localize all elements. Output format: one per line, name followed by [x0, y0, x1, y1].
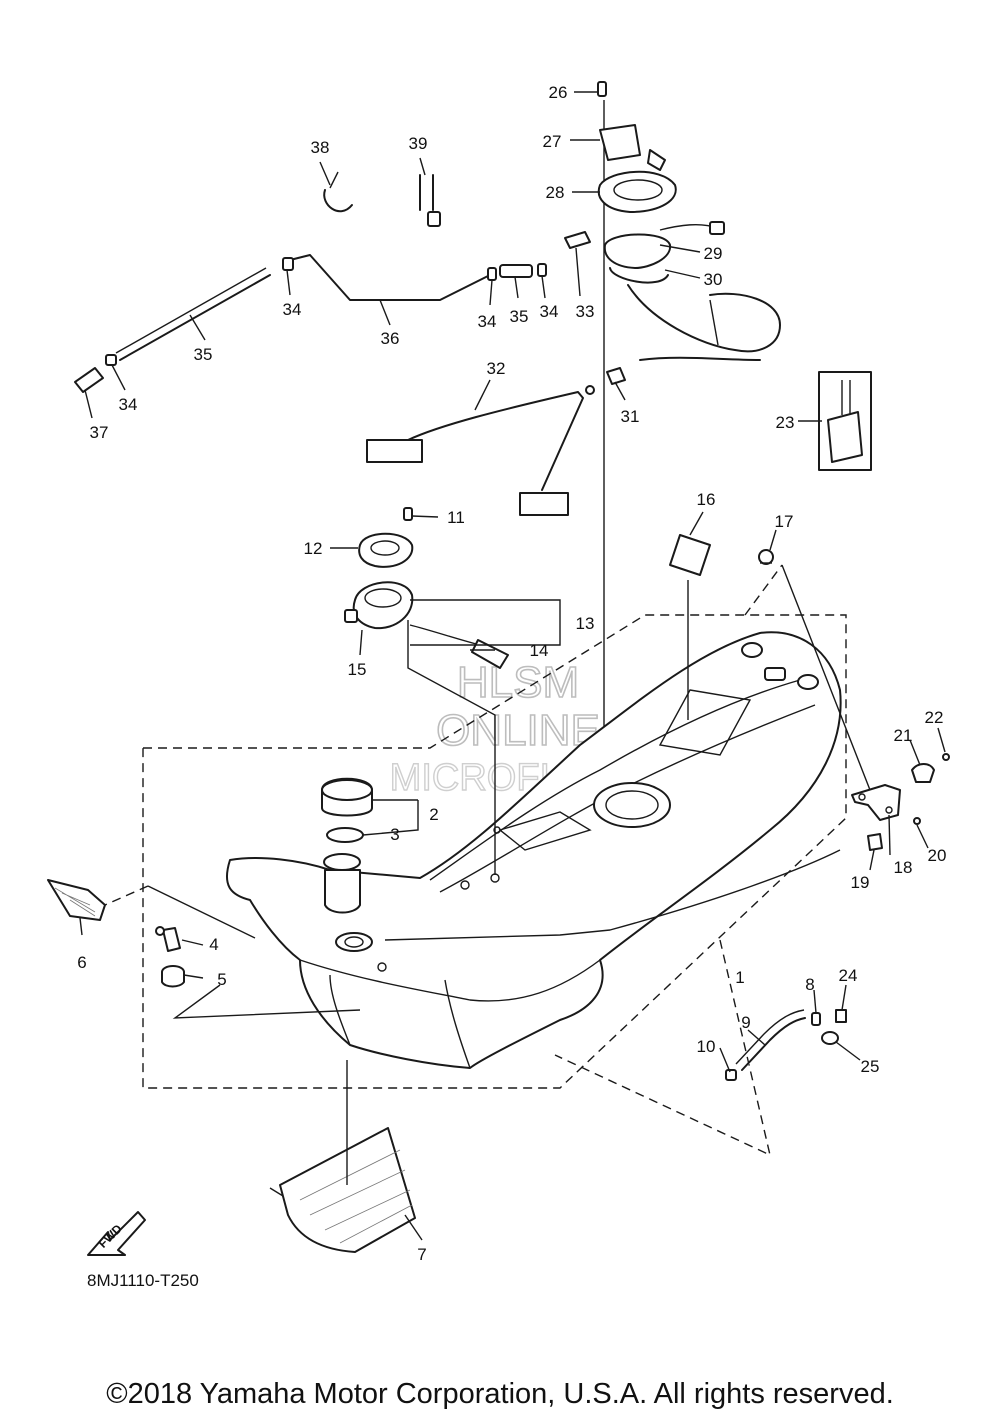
callout-19: 19: [851, 873, 870, 892]
callout-37: 37: [90, 423, 109, 442]
connector-23: [818, 371, 872, 471]
callout-31: 31: [621, 407, 640, 426]
callout-8: 8: [805, 975, 814, 994]
callout-13: 13: [576, 614, 595, 633]
callout-14: 14: [530, 641, 549, 660]
callout-11: 11: [447, 508, 465, 527]
callout-32: 32: [487, 359, 506, 378]
callout-18: 18: [894, 858, 913, 877]
callout-35-a: 35: [194, 345, 213, 364]
fuel-cap: [321, 777, 373, 817]
label-16: [669, 534, 711, 576]
callout-25: 25: [861, 1057, 880, 1076]
damper-5: [161, 965, 185, 988]
callout-6: 6: [77, 953, 86, 972]
sheet-7-tab: [269, 1187, 284, 1197]
clip-39: [419, 174, 441, 227]
callout-28: 28: [546, 183, 565, 202]
callout-35-b: 35: [510, 307, 529, 326]
callout-2: 2: [429, 805, 438, 824]
leader-17-dashed: [744, 564, 783, 616]
breather-hose-32: [366, 385, 595, 516]
cap-31: [606, 367, 626, 385]
callout-15: 15: [348, 660, 367, 679]
callout-1: 1: [735, 968, 744, 987]
leader-1-dashed: [554, 939, 772, 1157]
callout-17: 17: [775, 512, 794, 531]
callout-34-b: 34: [478, 312, 497, 331]
callout-20: 20: [928, 846, 947, 865]
callout-22: 22: [925, 708, 944, 727]
watermark-line2: ONLINE: [436, 706, 600, 755]
callout-9: 9: [741, 1013, 750, 1032]
callout-12: 12: [304, 539, 323, 558]
callout-34-a: 34: [283, 300, 302, 319]
leader-6-dashed: [104, 885, 149, 906]
callout-36: 36: [381, 329, 400, 348]
callout-3: 3: [390, 825, 399, 844]
pad-6: [47, 879, 106, 921]
callout-21: 21: [894, 726, 913, 745]
callout-27: 27: [543, 132, 562, 151]
callout-7: 7: [417, 1245, 426, 1264]
sheet-7-hatch: [299, 1149, 413, 1244]
callout-34-c: 34: [540, 302, 559, 321]
bracket-assembly: [851, 753, 950, 851]
fuel-line: [74, 231, 591, 393]
fuel-pump-assembly: [344, 507, 509, 669]
callout-34-d: 34: [119, 395, 138, 414]
copyright-notice: ©2018 Yamaha Motor Corporation, U.S.A. A…: [106, 1378, 894, 1410]
tank-assembly-box: [142, 614, 847, 1089]
watermark-line1: HLSM: [457, 658, 579, 707]
callout-23: 23: [776, 413, 795, 432]
callout-29: 29: [704, 244, 723, 263]
callout-10: 10: [697, 1037, 716, 1056]
callout-33: 33: [576, 302, 595, 321]
pump-top-assembly: [597, 81, 781, 361]
pad-6-hatch: [54, 887, 96, 917]
callout-5: 5: [217, 970, 226, 989]
fwd-arrow-icon: FWD: [87, 1211, 146, 1256]
filler-neck: [323, 853, 373, 952]
callout-39: 39: [409, 134, 428, 153]
o-ring: [326, 827, 364, 843]
callout-38: 38: [311, 138, 330, 157]
fuel-tank: [225, 631, 842, 1069]
callout-4: 4: [209, 935, 218, 954]
callout-16: 16: [697, 490, 716, 509]
callout-30: 30: [704, 270, 723, 289]
bolt-4: [155, 926, 181, 952]
clip-38: [323, 189, 353, 213]
callout-24: 24: [839, 966, 858, 985]
leader-lines: [79, 91, 946, 1241]
callout-26: 26: [549, 83, 568, 102]
callouts: 1 2 3 4 5 6 7 8 9 10 11 12 13 14 15 16 1…: [77, 83, 946, 1264]
cap-17: [758, 549, 774, 565]
drawing-code: 8MJ1110-T250: [87, 1271, 199, 1290]
